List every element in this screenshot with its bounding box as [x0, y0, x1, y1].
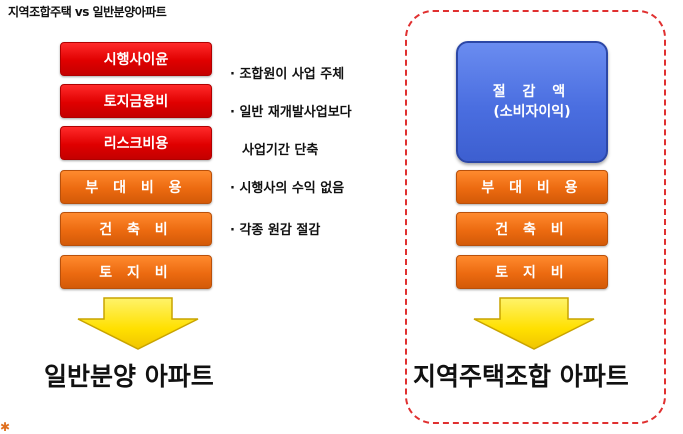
cost-box-incidental-left: 부 대 비 용 [60, 170, 212, 204]
cost-box-incidental-right: 부 대 비 용 [456, 170, 608, 204]
cost-box-land-right: 토 지 비 [456, 255, 608, 289]
consumer-benefit-label: (소비자이익) [493, 104, 571, 120]
cost-box-construction-left: 건 축 비 [60, 212, 212, 246]
cost-box-developer-profit: 시행사이윤 [60, 42, 212, 76]
label-general-apartment: 일반분양 아파트 [44, 362, 214, 391]
page-title: 지역조합주택 vs 일반분양아파트 [8, 5, 167, 19]
housing-union-outline [405, 10, 666, 424]
cost-box-construction-right: 건 축 비 [456, 212, 608, 246]
bullet-shorter-period: 사업기간 단축 [242, 143, 319, 158]
savings-box: 절 감 액 (소비자이익) [456, 41, 608, 163]
down-arrow-right [473, 297, 595, 350]
down-arrow-left [77, 297, 199, 350]
bullet-no-developer-profit: · 시행사의 수익 없음 [230, 181, 345, 196]
bullet-cost-savings: · 각종 원감 절감 [230, 223, 321, 238]
label-housing-union-apartment: 지역주택조합 아파트 [413, 362, 629, 391]
bullet-vs-redevelopment: · 일반 재개발사업보다 [230, 105, 352, 120]
cost-box-risk: 리스크비용 [60, 126, 212, 160]
cost-box-land-finance: 토지금융비 [60, 84, 212, 118]
savings-label: 절 감 액 [492, 84, 572, 100]
cost-box-land-left: 토 지 비 [60, 255, 212, 289]
star-icon: ✱ [0, 420, 11, 434]
bullet-union-members: · 조합원이 사업 주체 [230, 67, 345, 82]
